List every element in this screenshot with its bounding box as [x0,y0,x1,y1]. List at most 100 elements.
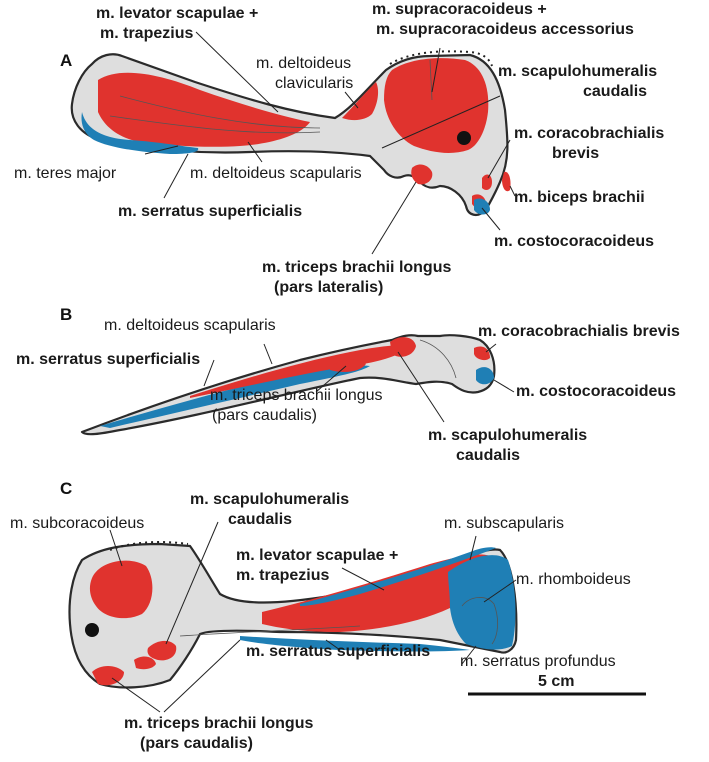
label-coraco-2: brevis [552,145,599,162]
foramen-dot-a [457,131,471,145]
scapulo-field-c [147,640,177,661]
label-c-serratus: m. serratus superficialis [246,643,430,660]
panel-a-view: A m. levator scapulae + m. trapezius m. … [14,1,664,296]
label-teres: m. teres major [14,165,117,182]
leader [431,47,441,93]
leader [371,181,417,255]
triceps-caudalis-field-b [330,359,366,372]
coraco-field-b [474,346,490,361]
panel-b-view: B m. deltoideus scapularis m. coracobrac… [16,305,680,464]
leader [481,207,501,231]
label-delt-scap: m. deltoideus scapularis [190,165,362,182]
panel-label-a: A [60,51,72,70]
label-biceps: m. biceps brachii [514,189,645,206]
fiber-line [461,597,498,645]
fiber-line [179,625,361,637]
label-levator-2: m. trapezius [100,25,193,42]
leader [461,645,477,665]
label-c-triceps-2: (pars caudalis) [140,735,253,752]
leader [493,379,515,393]
leader [163,639,241,713]
leader [163,153,189,199]
leader [144,145,179,155]
scale-bar-label: 5 cm [538,673,574,690]
label-b-costo: m. costocoracoideus [516,383,676,400]
label-coraco-1: m. coracobrachialis [514,125,664,142]
label-b-scapulo-2: caudalis [456,447,520,464]
levator-blue-c [300,547,496,606]
label-scapulo-1: m. scapulohumeralis [498,63,657,80]
label-c-scapulo-2: caudalis [228,511,292,528]
leader [487,139,511,179]
leader [341,567,385,591]
label-b-triceps-2: (pars caudalis) [212,407,317,424]
leader [111,677,161,713]
label-b-scapulo-1: m. scapulohumeralis [428,427,587,444]
label-c-rhomb: m. rhomboideus [516,571,631,588]
serratus-field-b [100,365,370,428]
label-b-serratus: m. serratus superficialis [16,351,200,368]
fiber-line [429,59,433,101]
levator-trapezius-field-a [98,72,310,147]
leader [509,185,516,197]
leader [483,579,517,603]
deltoideus-clavicularis-field-a [342,82,379,121]
leader [165,521,219,645]
label-scapulo-2: caudalis [583,83,647,100]
leader [485,343,497,353]
coracobrachialis-field-a [482,174,492,190]
scale-bar: 5 cm [468,673,646,696]
leader [381,95,501,149]
label-c-levator-2: m. trapezius [236,567,329,584]
costocoracoideus-field-a [474,198,490,215]
label-c-levator-1: m. levator scapulae + [236,547,398,564]
costo-field-b [476,367,494,385]
label-c-subscap: m. subscapularis [444,515,564,532]
subscapularis-field-c [448,555,516,650]
label-triceps-2: (pars lateralis) [274,279,383,296]
panel-c-view: C m. subcoracoideus m. scapulohumeralis … [10,479,631,752]
leader [344,91,359,109]
label-serratus-a: m. serratus superficialis [118,203,302,220]
scapulo-field-b [390,337,416,357]
deltoideus-field-b [190,345,410,398]
teres-major-field-a [81,112,199,154]
label-b-triceps-1: m. triceps brachii longus [210,387,383,404]
leader [469,535,477,561]
leader [325,639,341,651]
label-c-subcoraco: m. subcoracoideus [10,515,144,532]
leader [195,31,279,113]
fiber-line [419,339,457,379]
label-b-coraco: m. coracobrachialis brevis [478,323,680,340]
label-c-scapulo-1: m. scapulohumeralis [190,491,349,508]
panel-label-b: B [60,305,72,324]
levator-field-c [262,554,490,632]
supracoracoideus-field-a [384,58,489,153]
label-supra-1: m. supracoracoideus + [372,1,547,18]
triceps-lateralis-field-a [411,164,433,185]
scapula-a-dotted-margin [389,50,493,67]
subcoracoideus-field-c [89,560,153,619]
leader [203,359,215,387]
biceps-field-a [502,171,511,192]
leader [397,351,445,423]
label-supra-2: m. supracoracoideus accessorius [376,21,634,38]
leader [247,141,263,163]
label-levator-1: m. levator scapulae + [96,5,258,22]
leader [109,529,123,567]
triceps-field-c2 [134,656,156,670]
panel-label-c: C [60,479,72,498]
leader [315,365,347,393]
fiber-line [109,115,321,134]
fiber-line [119,95,321,129]
label-c-triceps-1: m. triceps brachii longus [124,715,313,732]
foramen-dot-c [85,623,99,637]
label-delt-clav-2: clavicularis [275,75,353,92]
label-costo-a: m. costocoracoideus [494,233,654,250]
label-c-serr-prof: m. serratus profundus [460,653,616,670]
label-b-delt: m. deltoideus scapularis [104,317,276,334]
serratus-sup-field-c [240,636,470,652]
label-triceps-1: m. triceps brachii longus [262,259,451,276]
